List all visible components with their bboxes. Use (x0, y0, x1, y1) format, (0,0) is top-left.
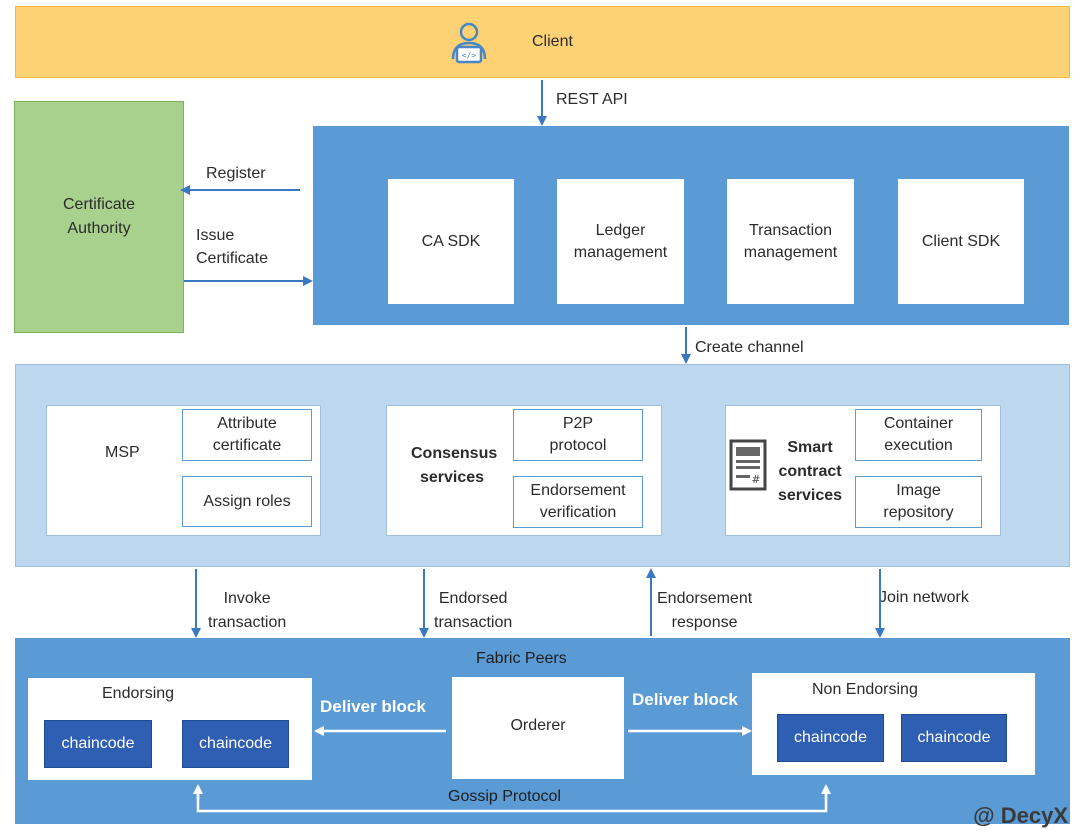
attribute-certificate-label: Attribute certificate (212, 415, 282, 454)
endorsement-verification-label: Endorsement verification (530, 482, 626, 521)
deliver-block-right-label: Deliver block (632, 690, 738, 709)
consensus-title: Consensus services (411, 445, 498, 486)
ledger-management-box: Ledger management (557, 179, 684, 304)
invoke-transaction-label: Invoke transaction (208, 590, 287, 631)
chaincode-box-2: chaincode (182, 720, 289, 768)
orderer-label: Orderer (510, 717, 566, 734)
transaction-management-label: Transaction management (743, 221, 838, 261)
endorsement-response-label: Endorsement response (657, 590, 753, 631)
assign-roles-box: Assign roles (182, 476, 312, 527)
client-label: Client (532, 33, 573, 50)
client-sdk-box: Client SDK (898, 179, 1024, 304)
container-execution-label: Container execution (883, 415, 954, 454)
svg-text:</>: </> (462, 51, 477, 60)
certificate-authority-box: Certificate Authority (14, 101, 184, 333)
chaincode-box-3: chaincode (777, 714, 884, 762)
orderer-box: Orderer (452, 677, 624, 779)
p2p-protocol-box: P2P protocol (513, 409, 643, 461)
image-repository-label: Image repository (883, 482, 954, 521)
gossip-protocol-label: Gossip Protocol (448, 788, 561, 805)
client-sdk-label: Client SDK (921, 232, 1001, 250)
certificate-authority-label: Certificate Authority (62, 196, 136, 237)
non-endorsing-title: Non Endorsing (812, 681, 918, 698)
chaincode-box-4: chaincode (901, 714, 1007, 762)
join-network-label: Join network (879, 589, 969, 606)
client-bar: </> Client (15, 6, 1070, 78)
ledger-management-label: Ledger management (573, 221, 668, 261)
image-repository-box: Image repository (855, 476, 982, 528)
deliver-block-left-label: Deliver block (320, 697, 426, 716)
issue-certificate-label: Issue Certificate (196, 227, 269, 267)
user-laptop-icon: </> (448, 21, 490, 70)
endorsement-verification-box: Endorsement verification (513, 476, 643, 528)
endorsed-transaction-label: Endorsed transaction (434, 590, 513, 631)
ca-sdk-box: CA SDK (388, 179, 514, 304)
ca-sdk-label: CA SDK (421, 232, 481, 250)
transaction-management-box: Transaction management (727, 179, 854, 304)
chaincode-box-1: chaincode (44, 720, 152, 768)
fabric-peers-title: Fabric Peers (476, 650, 567, 667)
smart-contract-title: Smart contract services (778, 439, 843, 504)
rest-api-label: REST API (556, 91, 628, 108)
p2p-protocol-label: P2P protocol (549, 415, 607, 454)
register-label: Register (206, 165, 266, 182)
endorsing-title: Endorsing (102, 685, 175, 702)
watermark: @ DecyX (973, 803, 1068, 828)
contract-document-icon: # (729, 439, 767, 496)
container-execution-box: Container execution (855, 409, 982, 461)
msp-title: MSP (105, 444, 140, 461)
attribute-certificate-box: Attribute certificate (182, 409, 312, 461)
assign-roles-label: Assign roles (203, 492, 291, 510)
create-channel-label: Create channel (695, 339, 804, 356)
gossip-arrow (196, 790, 828, 813)
svg-text:#: # (751, 473, 760, 486)
